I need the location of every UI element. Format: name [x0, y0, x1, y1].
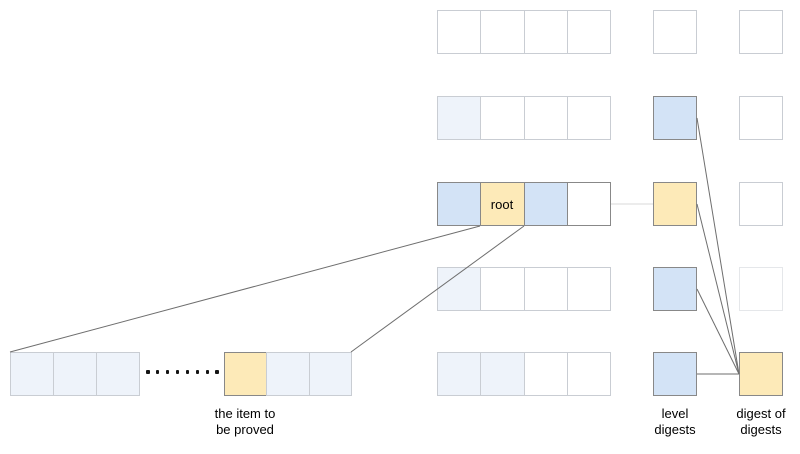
level-digests-label: level digests [625, 406, 725, 438]
level-digests-label-line2: digests [654, 422, 696, 437]
connector-root-cell-to-item-row-left [9, 225, 481, 353]
array-row-4-cell-1 [437, 267, 482, 311]
item-cell [224, 352, 268, 396]
array-row-2-cell-2 [480, 96, 525, 140]
array-row-3-cell-4 [566, 182, 611, 226]
digest-of-digests-cell-row2 [739, 96, 783, 140]
digest-of-digests-cell-row4 [739, 267, 783, 311]
array-row-1-cell-2 [480, 10, 525, 54]
array-row-5-cell-1 [437, 352, 482, 396]
level-digest-cell-row5 [653, 352, 697, 396]
level-digest-cell-row2 [653, 96, 697, 140]
connector-level-digest-row3-to-digest-of-digests [696, 203, 740, 375]
array-row-1-cell-3 [523, 10, 568, 54]
array-row-3-cell-1 [437, 182, 482, 226]
array-row-1-cell-4 [566, 10, 611, 54]
array-row-1-cell-1 [437, 10, 482, 54]
digest-of-digests-label: digest of digests [711, 406, 800, 438]
level-digests-label-line1: level [661, 406, 689, 421]
leaf-cell-b3 [308, 352, 352, 396]
root-cell [480, 182, 525, 226]
level-digest-cell-row3 [653, 182, 697, 226]
connector-level-digest-row4-to-digest-of-digests [696, 288, 740, 375]
array-row-2-cell-1 [437, 96, 482, 140]
level-digest-cell-row4 [653, 267, 697, 311]
array-row-2-cell-3 [523, 96, 568, 140]
leaf-cell-a2 [53, 352, 97, 396]
array-row-5-cell-3 [523, 352, 568, 396]
array-row-5-cell-4 [566, 352, 611, 396]
root-label: root [490, 196, 514, 212]
array-row-2-cell-4 [566, 96, 611, 140]
item-label-line2: be proved [216, 422, 274, 437]
array-row-4-cell-2 [480, 267, 525, 311]
array-row-3-cell-3 [523, 182, 568, 226]
leaf-cell-a3 [96, 352, 140, 396]
ellipsis-dots-icon [146, 370, 219, 374]
connector-level-digest-row2-to-digest-of-digests [696, 117, 740, 375]
item-label-line1: the item to [214, 406, 276, 421]
digest-of-digests-label-line1: digest of [736, 406, 786, 421]
item-label: the item to be proved [175, 406, 315, 438]
leaf-cell-a1 [10, 352, 54, 396]
array-row-5-cell-2 [480, 352, 525, 396]
level-digest-cell-row1 [653, 10, 697, 54]
leaf-cell-b2 [266, 352, 310, 396]
digest-of-digests-label-line2: digests [740, 422, 782, 437]
array-row-4-cell-3 [523, 267, 568, 311]
digest-of-digests-cell-row5 [739, 352, 783, 396]
digest-of-digests-cell-row3 [739, 182, 783, 226]
digest-of-digests-cell-row1 [739, 10, 783, 54]
array-row-4-cell-4 [566, 267, 611, 311]
